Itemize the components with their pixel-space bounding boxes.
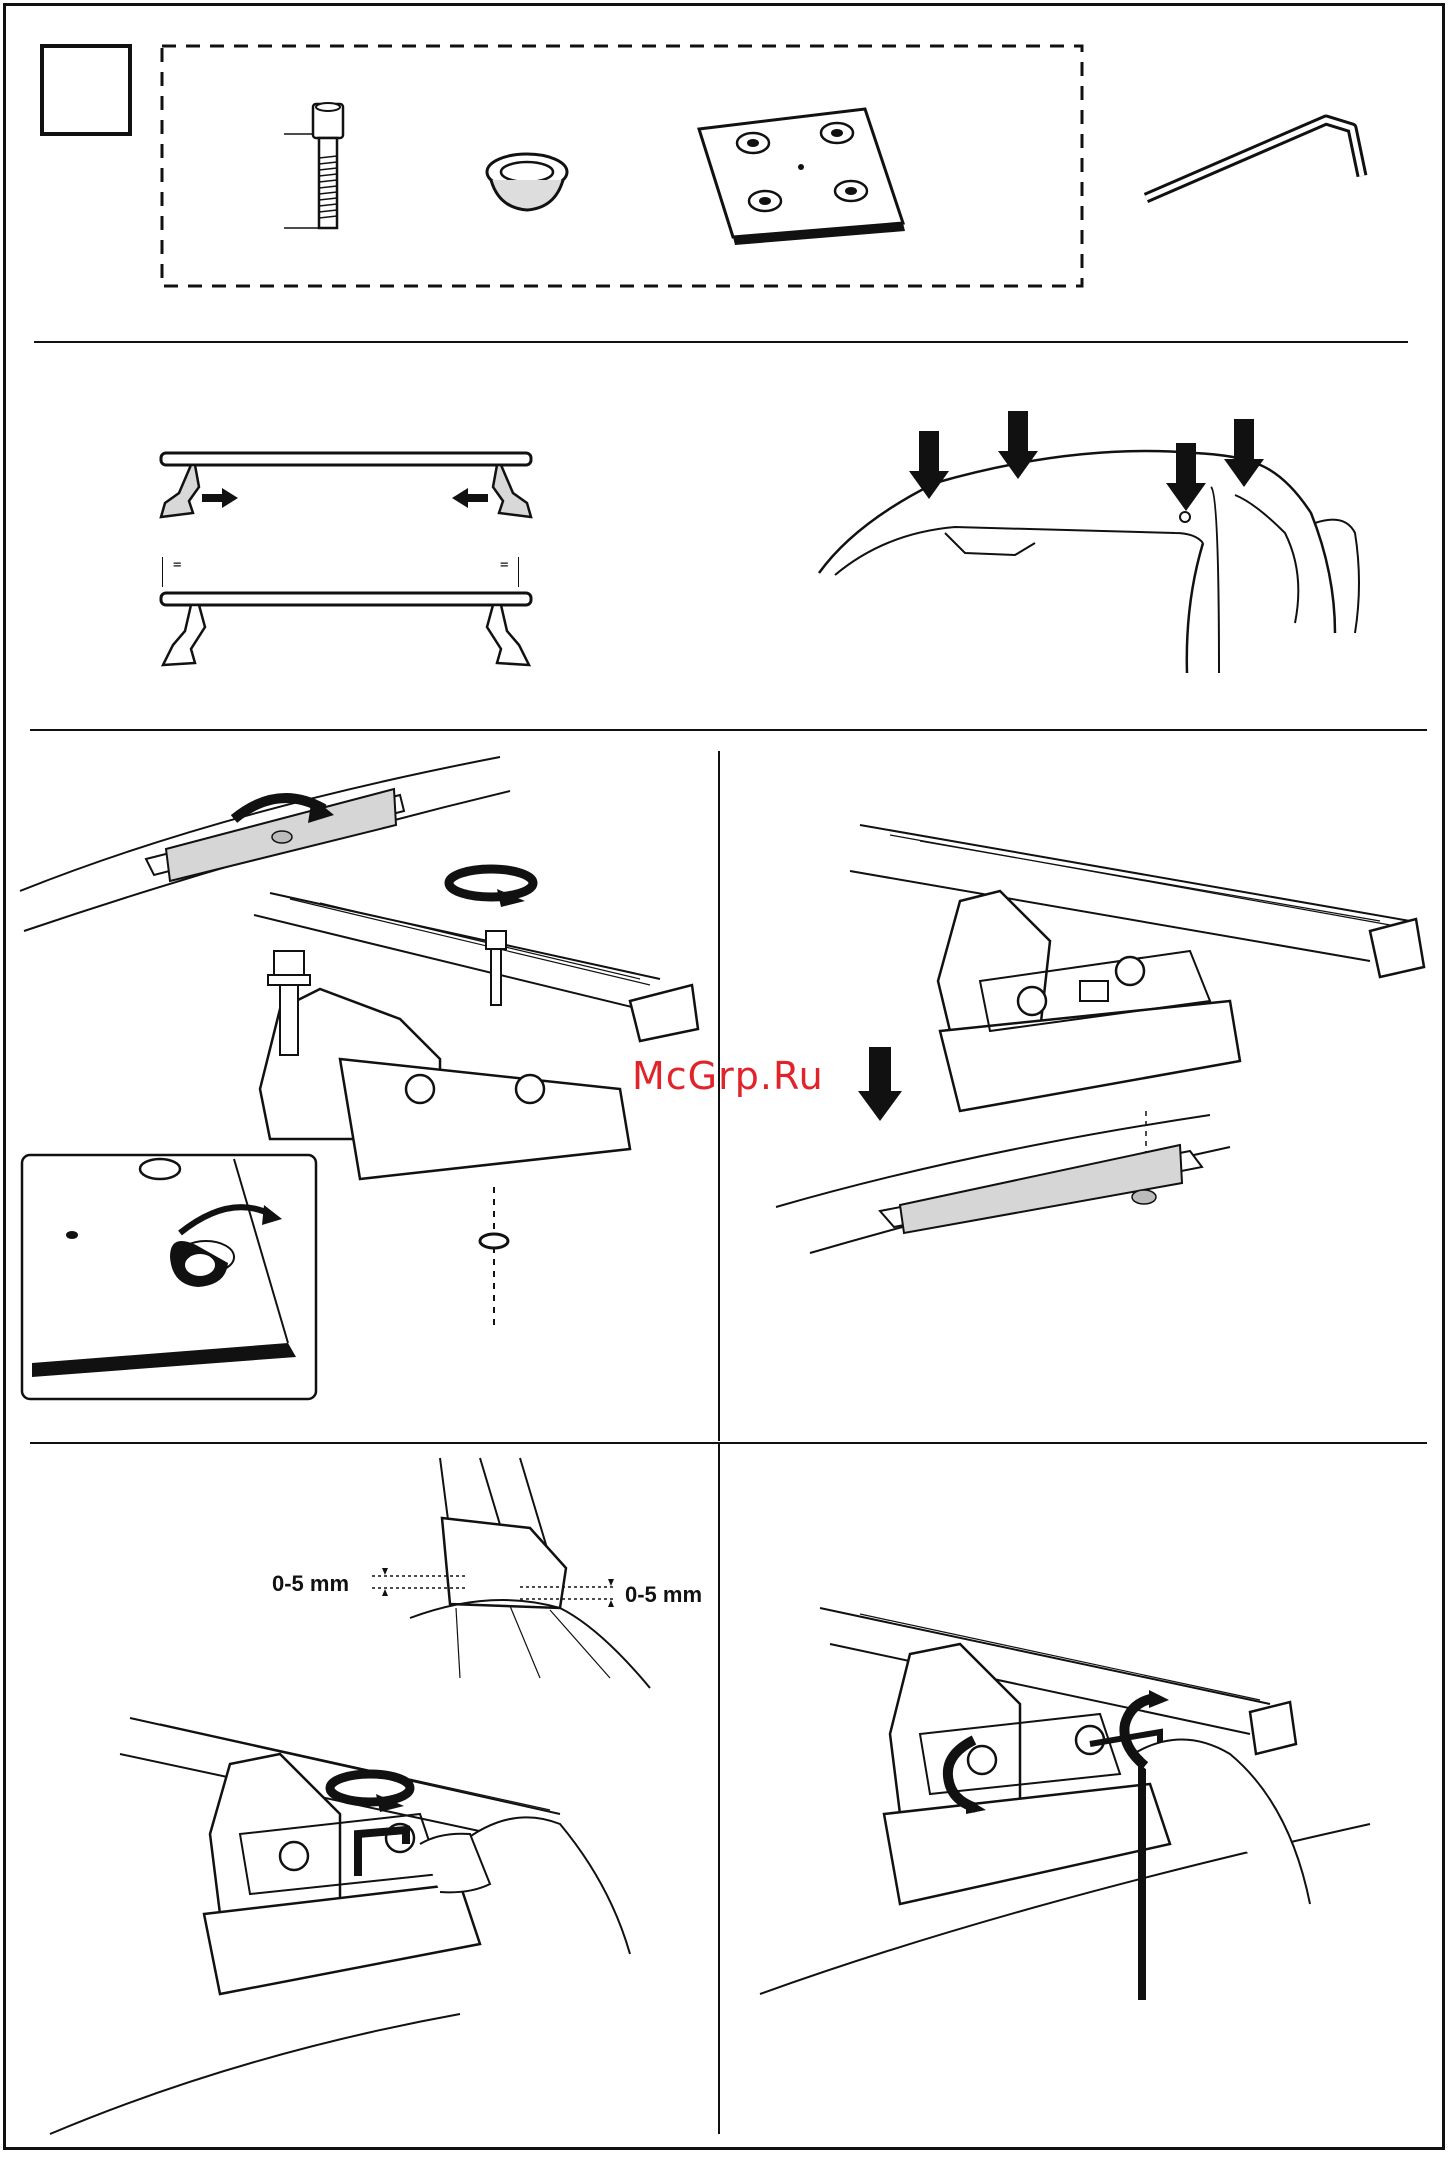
arrow-left-icon [450, 486, 490, 510]
step-checkbox [40, 44, 140, 144]
washer-icon [485, 150, 585, 230]
tighten-panel [720, 1444, 1452, 2144]
gap-marker-right [520, 1579, 620, 1609]
equal-mark-left: = [162, 557, 181, 587]
gap-marker-left [372, 1568, 472, 1598]
pad-fitting-panel [0, 731, 718, 1441]
arrow-down-icon [1224, 419, 1264, 489]
bar-setup-panel: = = [0, 343, 1452, 729]
gap-label-right: 0-5 mm [625, 1582, 702, 1608]
place-foot-panel [720, 731, 1452, 1441]
parts-panel [0, 0, 1452, 340]
allen-bolt-icon [482, 929, 512, 1009]
arrow-right-icon [200, 486, 240, 510]
arrow-down-icon [1166, 443, 1206, 513]
rubber-pad-icon [695, 105, 925, 255]
rotate-arrow-icon [324, 1766, 424, 1816]
gap-label-left: 0-5 mm [272, 1571, 349, 1597]
adjust-gap-panel: 0-5 mm 0-5 mm [0, 1444, 718, 2144]
hex-key-icon [1140, 110, 1380, 210]
roof-foot-assembly [930, 881, 1250, 1131]
watermark: McGrp.Ru [632, 1054, 824, 1098]
equal-mark-right: = [500, 557, 519, 587]
rotate-arrow-icon [228, 789, 338, 829]
roof-foot-assembly [750, 1604, 1370, 2044]
car-roof-illustration [815, 403, 1375, 693]
bolt-with-washer-icon [266, 949, 316, 1059]
roof-rail-strip [770, 1111, 1230, 1261]
washer-icon [474, 1197, 514, 1347]
arrow-down-icon [909, 431, 949, 501]
rotate-arrow-icon [940, 1734, 990, 1814]
arrow-down-icon [998, 411, 1038, 481]
roof-bar-bottom [155, 589, 575, 699]
allen-bolt-icon [280, 100, 400, 240]
pad-detail-inset [20, 1153, 320, 1403]
rotate-arrow-icon [1115, 1690, 1175, 1770]
